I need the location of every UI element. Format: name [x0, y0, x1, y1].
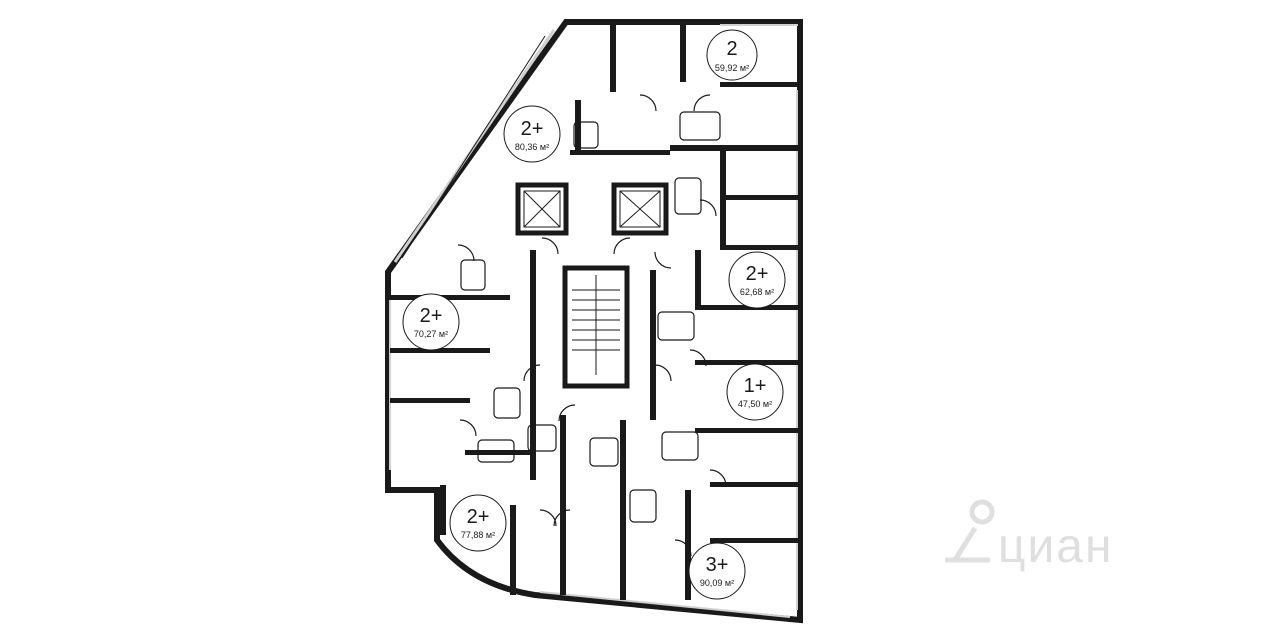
- apartment-type: 2+: [521, 118, 544, 140]
- apartment-type: 3+: [706, 554, 729, 576]
- elevator-shafts: [515, 182, 669, 236]
- map-pin-icon: [945, 499, 995, 563]
- interior-walls: [390, 22, 800, 600]
- building-outline: [385, 19, 803, 624]
- apartment-area: 70,27 м²: [414, 329, 448, 339]
- apartment-4[interactable]: 2+ 70,27 м²: [402, 293, 460, 351]
- watermark: циан: [945, 499, 1114, 573]
- stairwell: [562, 265, 630, 389]
- apartment-7[interactable]: 3+ 90,09 м²: [688, 542, 746, 600]
- bathroom-fixtures: [460, 111, 721, 523]
- apartment-area: 59,92 м²: [715, 63, 749, 73]
- apartment-type: 1+: [744, 375, 767, 397]
- apartment-6[interactable]: 2+ 77,88 м²: [449, 494, 507, 552]
- apartment-area: 90,09 м²: [700, 578, 734, 588]
- apartment-2[interactable]: 2+ 80,36 м²: [503, 105, 561, 163]
- facade-windows: [389, 24, 798, 618]
- apartment-area: 77,88 м²: [461, 530, 495, 540]
- apartment-3[interactable]: 2+ 62,68 м²: [728, 251, 786, 309]
- doors: [457, 94, 727, 557]
- apartment-1[interactable]: 2 59,92 м²: [706, 29, 758, 81]
- apartment-area: 62,68 м²: [740, 287, 774, 297]
- watermark-text: циан: [998, 520, 1114, 573]
- apartment-type: 2: [726, 38, 737, 60]
- apartment-type: 2+: [467, 506, 490, 528]
- apartment-type: 2+: [420, 305, 443, 327]
- apartment-area: 80,36 м²: [515, 142, 549, 152]
- apartment-area: 47,50 м²: [738, 399, 772, 409]
- apartment-5[interactable]: 1+ 47,50 м²: [726, 363, 784, 421]
- apartment-type: 2+: [746, 263, 769, 285]
